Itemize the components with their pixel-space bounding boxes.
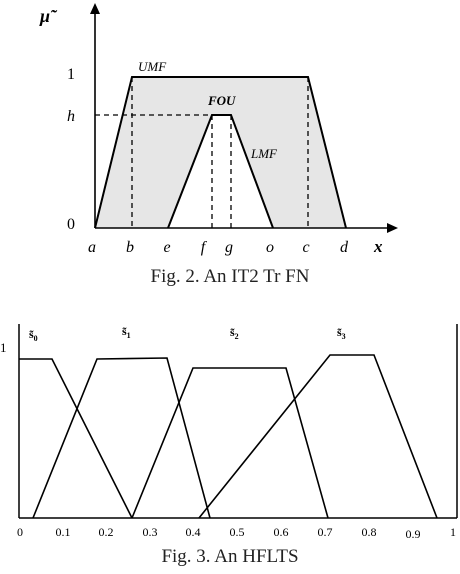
lmf-line bbox=[167, 114, 274, 229]
set-s1-label: s̃1 bbox=[122, 324, 131, 340]
set-s1-curve bbox=[32, 357, 211, 519]
x-tick-0: 0 bbox=[17, 525, 23, 539]
fig3-caption: Fig. 3. An HFLTS bbox=[161, 546, 299, 567]
x-tick-0-7: 0.7 bbox=[318, 525, 333, 539]
it2-fuzzy-number-diagram: μ̃ 1 h 0 a b e f g o c d x UMF FOU LMF bbox=[39, 3, 398, 256]
x-tick-f: f bbox=[201, 239, 208, 256]
x-tick-0-3: 0.3 bbox=[143, 525, 158, 539]
x-tick-d: d bbox=[340, 239, 349, 256]
y-axis-label: μ̃ bbox=[39, 6, 58, 26]
x-tick-0-4: 0.4 bbox=[186, 525, 201, 539]
x-tick-c: c bbox=[302, 239, 309, 256]
fig2-caption: Fig. 2. An IT2 Tr FN bbox=[150, 266, 310, 287]
y-tick-1: 1 bbox=[0, 340, 7, 355]
x-tick-0-8: 0.8 bbox=[362, 525, 377, 539]
x-tick-0-9: 0.9 bbox=[406, 527, 421, 540]
x-tick-0-1: 0.1 bbox=[56, 525, 71, 539]
y-tick-h: h bbox=[67, 108, 75, 125]
y-axis-arrow bbox=[90, 3, 100, 14]
umf-label: UMF bbox=[138, 59, 167, 74]
set-s3-curve bbox=[198, 354, 438, 519]
x-tick-g: g bbox=[225, 239, 233, 256]
x-tick-o: o bbox=[266, 239, 274, 256]
x-tick-0-6: 0.6 bbox=[274, 525, 289, 539]
lmf-interior bbox=[168, 115, 273, 228]
hflts-diagram: s̃0 s̃1 s̃2 s̃3 1 0 0.1 0.2 0.3 0.4 0.5 … bbox=[0, 324, 458, 540]
y-tick-1: 1 bbox=[67, 66, 75, 83]
x-tick-0-2: 0.2 bbox=[99, 525, 114, 539]
lmf-label: LMF bbox=[250, 146, 278, 161]
set-s2-label: s̃2 bbox=[230, 325, 239, 341]
fou-label: FOU bbox=[207, 93, 236, 108]
x-tick-a: a bbox=[88, 239, 96, 256]
x-tick-e: e bbox=[163, 239, 170, 256]
x-tick-0-5: 0.5 bbox=[230, 525, 245, 539]
x-tick-b: b bbox=[126, 239, 134, 256]
set-s0-label: s̃0 bbox=[29, 327, 38, 343]
y-tick-0: 0 bbox=[67, 216, 75, 233]
umf-line bbox=[94, 76, 347, 229]
set-s0-curve bbox=[19, 358, 133, 519]
x-axis-arrow bbox=[387, 223, 398, 233]
set-s2-curve bbox=[131, 367, 329, 519]
set-s3-label: s̃3 bbox=[337, 325, 346, 341]
x-tick-1: 1 bbox=[450, 525, 456, 539]
x-axis-label: x bbox=[373, 237, 383, 256]
